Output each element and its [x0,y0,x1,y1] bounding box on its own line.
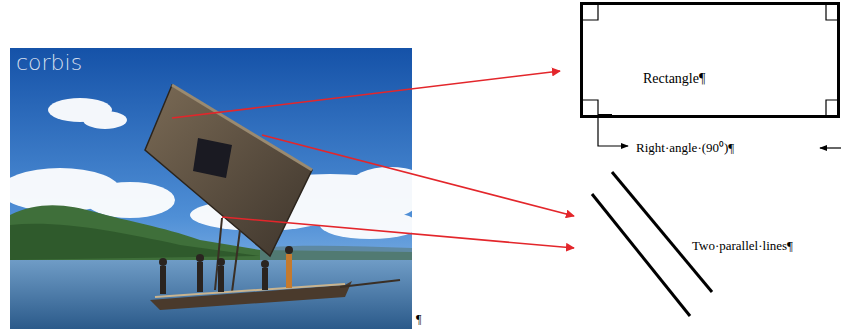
parallel-label: Two·parallel·lines¶ [690,238,795,254]
angle-label: Right·angle·(90⁰)¶ [634,138,736,156]
rectangle-box: Rectangle¶ [580,2,840,118]
boat-photo [10,48,412,329]
shape-name: Rectangle¶ [643,71,837,87]
watermark: corbis [14,50,84,75]
red-pointer-arrows [172,71,574,248]
rectangle-corner-marks [583,5,837,115]
paragraph-mark: ¶ [414,312,423,327]
